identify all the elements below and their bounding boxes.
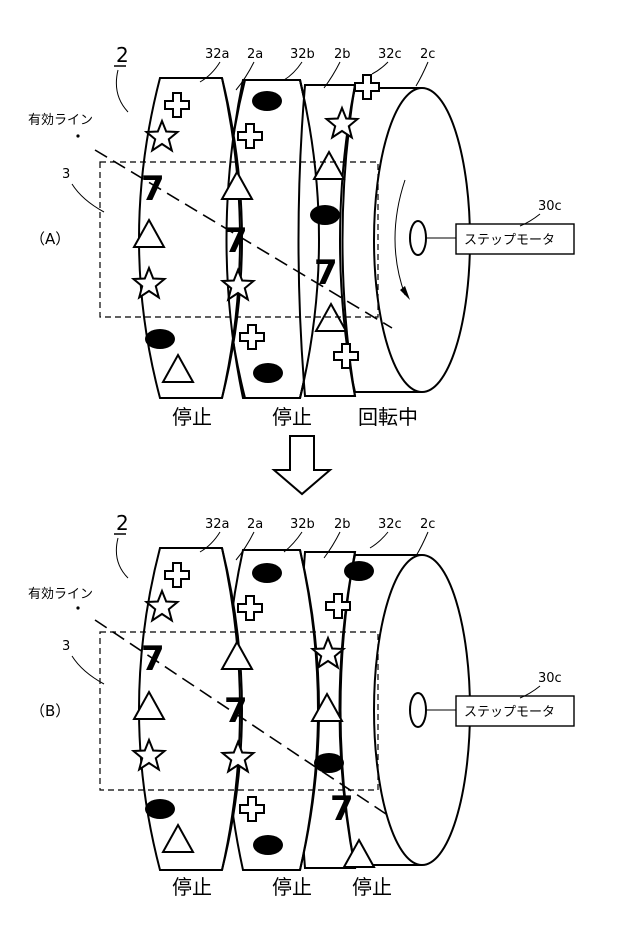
ref-2c: 2c xyxy=(420,47,435,62)
status-right: 停止 xyxy=(352,875,392,899)
ref-32a: 32a xyxy=(205,517,230,532)
ref-32b: 32b xyxy=(290,517,315,532)
oval-icon xyxy=(145,329,175,349)
reel-2c xyxy=(338,88,471,392)
panel-label-b: （B） xyxy=(30,702,70,720)
panel-label-a: （A） xyxy=(30,230,70,248)
figure-b: 7 7 7 2 32a 2a 32b 2b 32c xyxy=(28,511,574,899)
ref-32c: 32c xyxy=(378,517,402,532)
seven-icon: 7 xyxy=(224,691,248,731)
oval-icon xyxy=(145,799,175,819)
oval-icon xyxy=(344,561,374,581)
oval-icon xyxy=(314,753,344,773)
status-left: 停止 xyxy=(172,405,212,429)
ref-2: 2 xyxy=(116,511,129,535)
ref-30c: 30c xyxy=(538,199,562,214)
ref-2: 2 xyxy=(116,43,129,67)
oval-icon xyxy=(252,563,282,583)
figure-a: 7 7 7 2 32a 2a 32b 2b xyxy=(28,43,574,429)
status-middle: 停止 xyxy=(272,875,312,899)
ref-2a: 2a xyxy=(247,517,263,532)
step-motor-label: ステップモータ xyxy=(464,705,555,720)
oval-icon xyxy=(310,205,340,225)
down-arrow-icon xyxy=(274,436,330,494)
status-right: 回転中 xyxy=(358,405,418,429)
status-middle: 停止 xyxy=(272,405,312,429)
step-motor-label: ステップモータ xyxy=(464,233,555,248)
transition-arrow xyxy=(274,436,330,494)
ref-32a: 32a xyxy=(205,47,230,62)
oval-icon xyxy=(253,835,283,855)
ref-32c: 32c xyxy=(378,47,402,62)
ref-2b: 2b xyxy=(334,517,351,532)
status-left: 停止 xyxy=(172,875,212,899)
seven-icon: 7 xyxy=(330,789,354,829)
ref-2a: 2a xyxy=(247,47,263,62)
ref-2b: 2b xyxy=(334,47,351,62)
seven-icon: 7 xyxy=(314,253,338,293)
payline-label: 有効ライン xyxy=(28,587,93,602)
seven-icon: 7 xyxy=(224,221,248,261)
payline-label: 有効ライン xyxy=(28,113,93,128)
ref-32b: 32b xyxy=(290,47,315,62)
ref-3: 3 xyxy=(62,639,70,654)
oval-icon xyxy=(252,91,282,111)
cross-icon xyxy=(355,75,379,99)
ref-2c: 2c xyxy=(420,517,435,532)
ref-3: 3 xyxy=(62,167,70,182)
oval-icon xyxy=(253,363,283,383)
ref-30c: 30c xyxy=(538,671,562,686)
